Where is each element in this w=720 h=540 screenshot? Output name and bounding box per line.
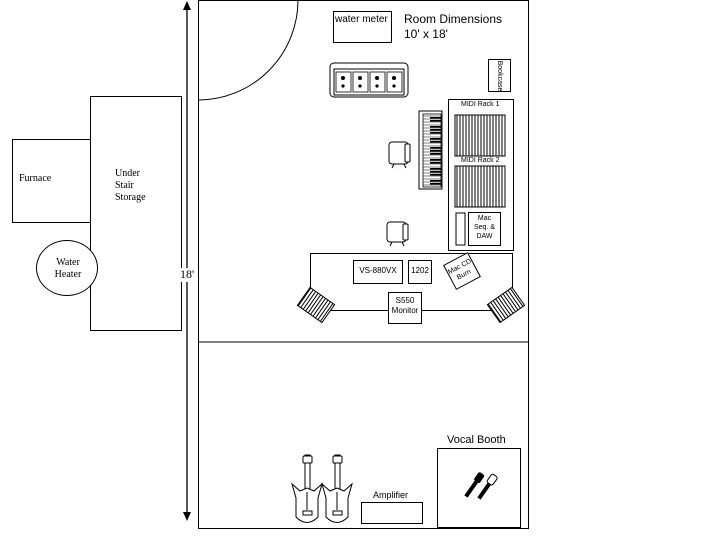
mac-seq-daw-label: Mac Seq. & DAW [468, 214, 501, 241]
under-stair-storage [90, 96, 182, 331]
storage-label-line-2: Stair [115, 180, 134, 191]
storage-label: Under Stair Storage [115, 168, 146, 204]
water-heater-label-line-1: Water [56, 257, 80, 268]
midi-rack-1-label: MIDI Rack 1 [461, 101, 500, 108]
s550-monitor [388, 292, 422, 324]
mac-seq-line-3: DAW [476, 233, 493, 240]
monitor-line-1: S550 [395, 296, 415, 305]
amplifier [361, 502, 423, 524]
mixer-1202-label: 1202 [411, 266, 429, 275]
dimension-arrow [183, 1, 191, 521]
vocal-booth [437, 448, 521, 528]
water-heater [36, 240, 98, 296]
s550-monitor-label: S550 Monitor [388, 296, 422, 316]
mixer-1202 [408, 260, 432, 284]
bookcase-label: Bookcase [496, 60, 504, 92]
mac-seq-line-1: Mac [477, 215, 492, 222]
vs-880vx [353, 260, 403, 284]
water-heater-label: Water Heater [40, 257, 96, 281]
furnace-label: Furnace [19, 173, 52, 184]
amplifier-label: Amplifier [373, 490, 409, 500]
room-title: Room Dimensions [404, 12, 503, 26]
water-meter [333, 11, 392, 43]
vs-880vx-label: VS-880VX [359, 266, 397, 275]
mac-seq-line-2: Seq. & [473, 224, 495, 231]
room-size: 10' x 18' [404, 27, 448, 41]
main-room [198, 0, 529, 529]
door-swing-arc [198, 0, 299, 101]
midi-rack-2-label: MIDI Rack 2 [461, 157, 500, 164]
mac-seq-daw [468, 212, 501, 246]
storage-label-line-1: Under [115, 168, 140, 179]
monitor-line-2: Monitor [391, 306, 419, 315]
water-heater-label-line-2: Heater [54, 269, 82, 280]
storage-label-line-3: Storage [115, 192, 146, 203]
water-meter-label: water meter [335, 14, 388, 25]
dimension-18-label: 18' [179, 267, 196, 282]
furnace-room [12, 139, 92, 223]
bookcase [488, 59, 511, 92]
vocal-booth-label: Vocal Booth [447, 434, 506, 446]
